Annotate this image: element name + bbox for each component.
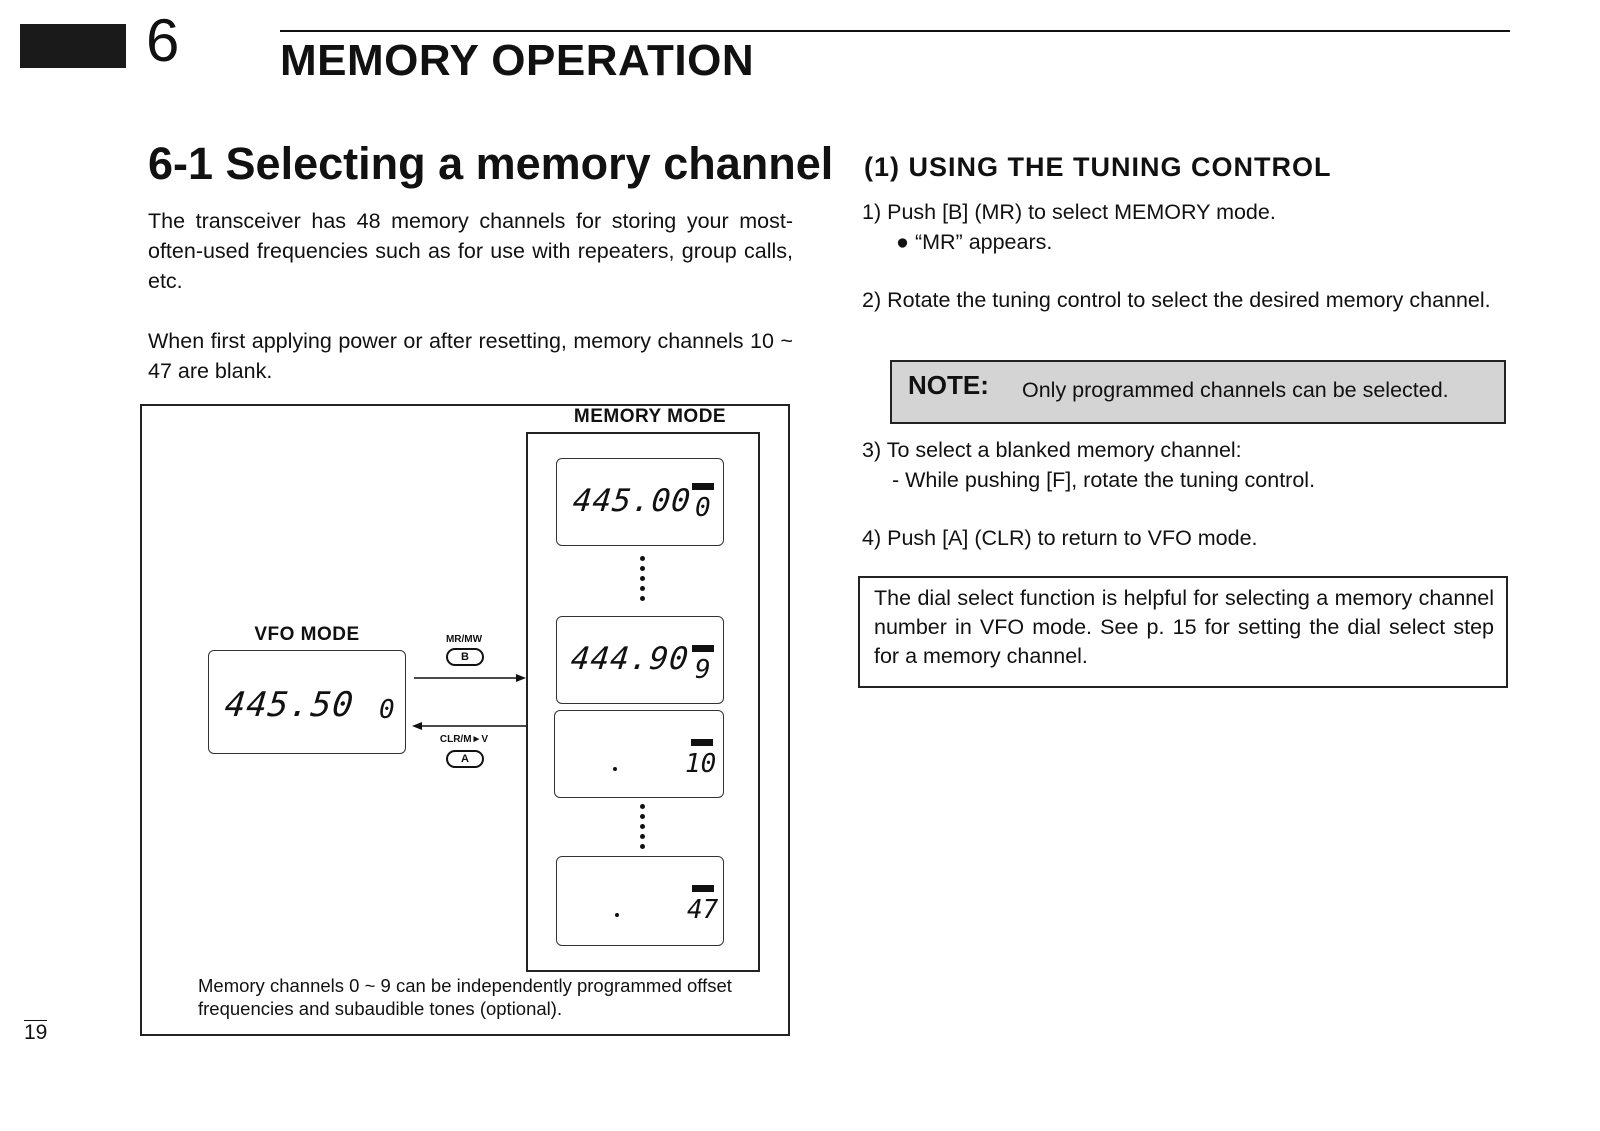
arrowhead-right-icon (516, 674, 526, 682)
step-4: 4) Push [A] (CLR) to return to VFO mode. (862, 524, 1517, 552)
lcd-channel: 47 (687, 895, 719, 925)
step-2: 2) Rotate the tuning control to select t… (862, 286, 1512, 314)
section-title: 6-1 Selecting a memory channel (148, 138, 834, 189)
lcd-memory-47: 47 (556, 856, 724, 946)
decimal-point (613, 767, 617, 771)
lcd-channel: 10 (685, 749, 717, 779)
decimal-point (615, 913, 619, 917)
vfo-mode-label: VFO MODE (254, 624, 360, 645)
figure-caption: Memory channels 0 ~ 9 can be independent… (198, 975, 732, 1019)
arrowhead-left-icon (412, 722, 422, 730)
lcd-vfo: 445.50 0 (208, 650, 406, 754)
key-a-icon: A (446, 750, 484, 768)
step-text: Rotate the tuning control to select the … (887, 288, 1491, 312)
step-number: 3) (862, 438, 882, 462)
subsection-title: (1) USING THE TUNING CONTROL (864, 152, 1332, 182)
step-text: To select a blanked memory channel: (886, 438, 1242, 462)
intro-paragraph: The transceiver has 48 memory channels f… (148, 209, 793, 293)
lcd-memory-9: 444.90 9 (556, 616, 724, 704)
lcd-memory-0: 445.00 0 (556, 458, 724, 546)
ellipsis-dots (640, 804, 646, 854)
step-number: 4) (862, 526, 882, 550)
tip-box (858, 576, 1508, 688)
tip-text: The dial select function is helpful for … (874, 586, 1494, 668)
step-number: 1) (862, 200, 882, 224)
lcd-channel: 9 (695, 655, 711, 685)
step-text: Push [B] (MR) to select MEMORY mode. (887, 200, 1276, 224)
step-text: Push [A] (CLR) to return to VFO mode. (887, 526, 1258, 550)
note-box (890, 360, 1506, 424)
lcd-frequency: 444.90 (569, 641, 691, 677)
lcd-channel: 0 (379, 695, 395, 725)
key-clr-label: CLR/M►V (439, 734, 489, 745)
chapter-title: MEMORY OPERATION (280, 36, 755, 85)
step-number: 2) (862, 288, 882, 312)
key-mr-label: MR/MW (445, 634, 483, 645)
step-1: 1) Push [B] (MR) to select MEMORY mode. (862, 198, 1517, 226)
memory-mode-frame (526, 432, 760, 972)
lcd-memory-10: 10 (554, 710, 724, 798)
lcd-channel: 0 (695, 493, 711, 523)
chapter-marker-block (20, 24, 126, 68)
page-number: 19 (24, 1020, 48, 1044)
memory-mode-figure (140, 404, 790, 1036)
step-1-sub: ● “MR” appears. (896, 230, 1053, 254)
memory-mode-label: MEMORY MODE (573, 406, 727, 427)
mr-indicator-icon (692, 885, 714, 892)
lcd-frequency: 445.50 (222, 685, 356, 725)
mr-indicator-icon (692, 483, 714, 490)
note-label: NOTE: (908, 370, 989, 400)
step-3: 3) To select a blanked memory channel: (862, 436, 1517, 464)
blank-channels-paragraph: When first applying power or after reset… (148, 329, 793, 383)
mode-arrows (412, 674, 526, 730)
ellipsis-dots (640, 556, 646, 606)
header-rule (280, 30, 1510, 32)
mr-indicator-icon (691, 739, 713, 746)
lcd-frequency: 445.00 (571, 483, 693, 519)
note-text: Only programmed channels can be selected… (1022, 378, 1449, 402)
step-3-sub: - While pushing [F], rotate the tuning c… (892, 468, 1316, 492)
mr-indicator-icon (692, 645, 714, 652)
chapter-number: 6 (146, 7, 180, 74)
key-b-icon: B (446, 648, 484, 666)
